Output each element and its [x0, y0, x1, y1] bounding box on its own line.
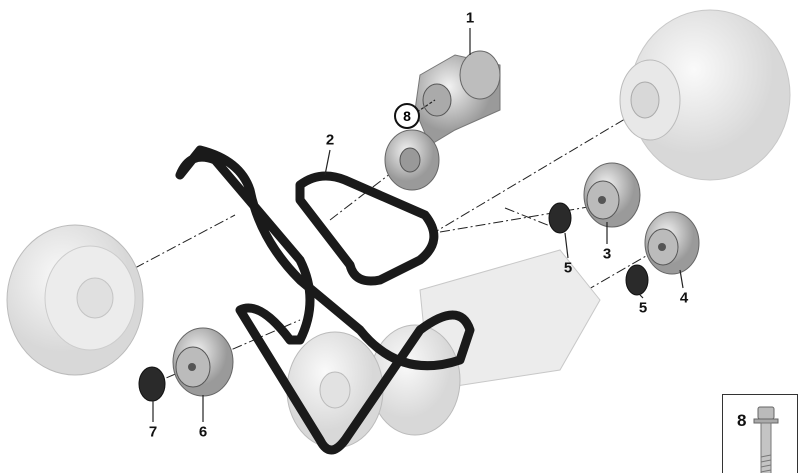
idler-pulley-3: [583, 162, 641, 228]
callout-5-upper: 5: [563, 259, 573, 277]
callout-1: 1: [465, 9, 475, 27]
idler-pulley-4: [644, 211, 700, 275]
callout-8-circled: 8: [394, 103, 420, 129]
drive-belt: [175, 145, 475, 455]
dust-cap-7: [138, 366, 166, 402]
callout-4: 4: [679, 289, 689, 307]
callout-leaders: [152, 28, 684, 422]
callout-6: 6: [198, 423, 208, 441]
bolt-inset: 8: [722, 394, 798, 473]
alternator: [619, 9, 791, 181]
crankshaft-pulley: [6, 224, 144, 376]
ac-compressor: [286, 249, 601, 449]
dust-cap-5-upper: [548, 202, 572, 234]
dust-cap-5-right: [625, 264, 649, 296]
callout-2: 2: [325, 131, 335, 149]
callout-7: 7: [148, 423, 158, 441]
callout-5-right: 5: [638, 299, 648, 317]
idler-pulley-6: [172, 327, 234, 397]
bolt-icon: [753, 406, 779, 473]
callout-3: 3: [602, 245, 612, 263]
belt-tensioner: [384, 50, 501, 191]
inset-label: 8: [737, 411, 747, 430]
